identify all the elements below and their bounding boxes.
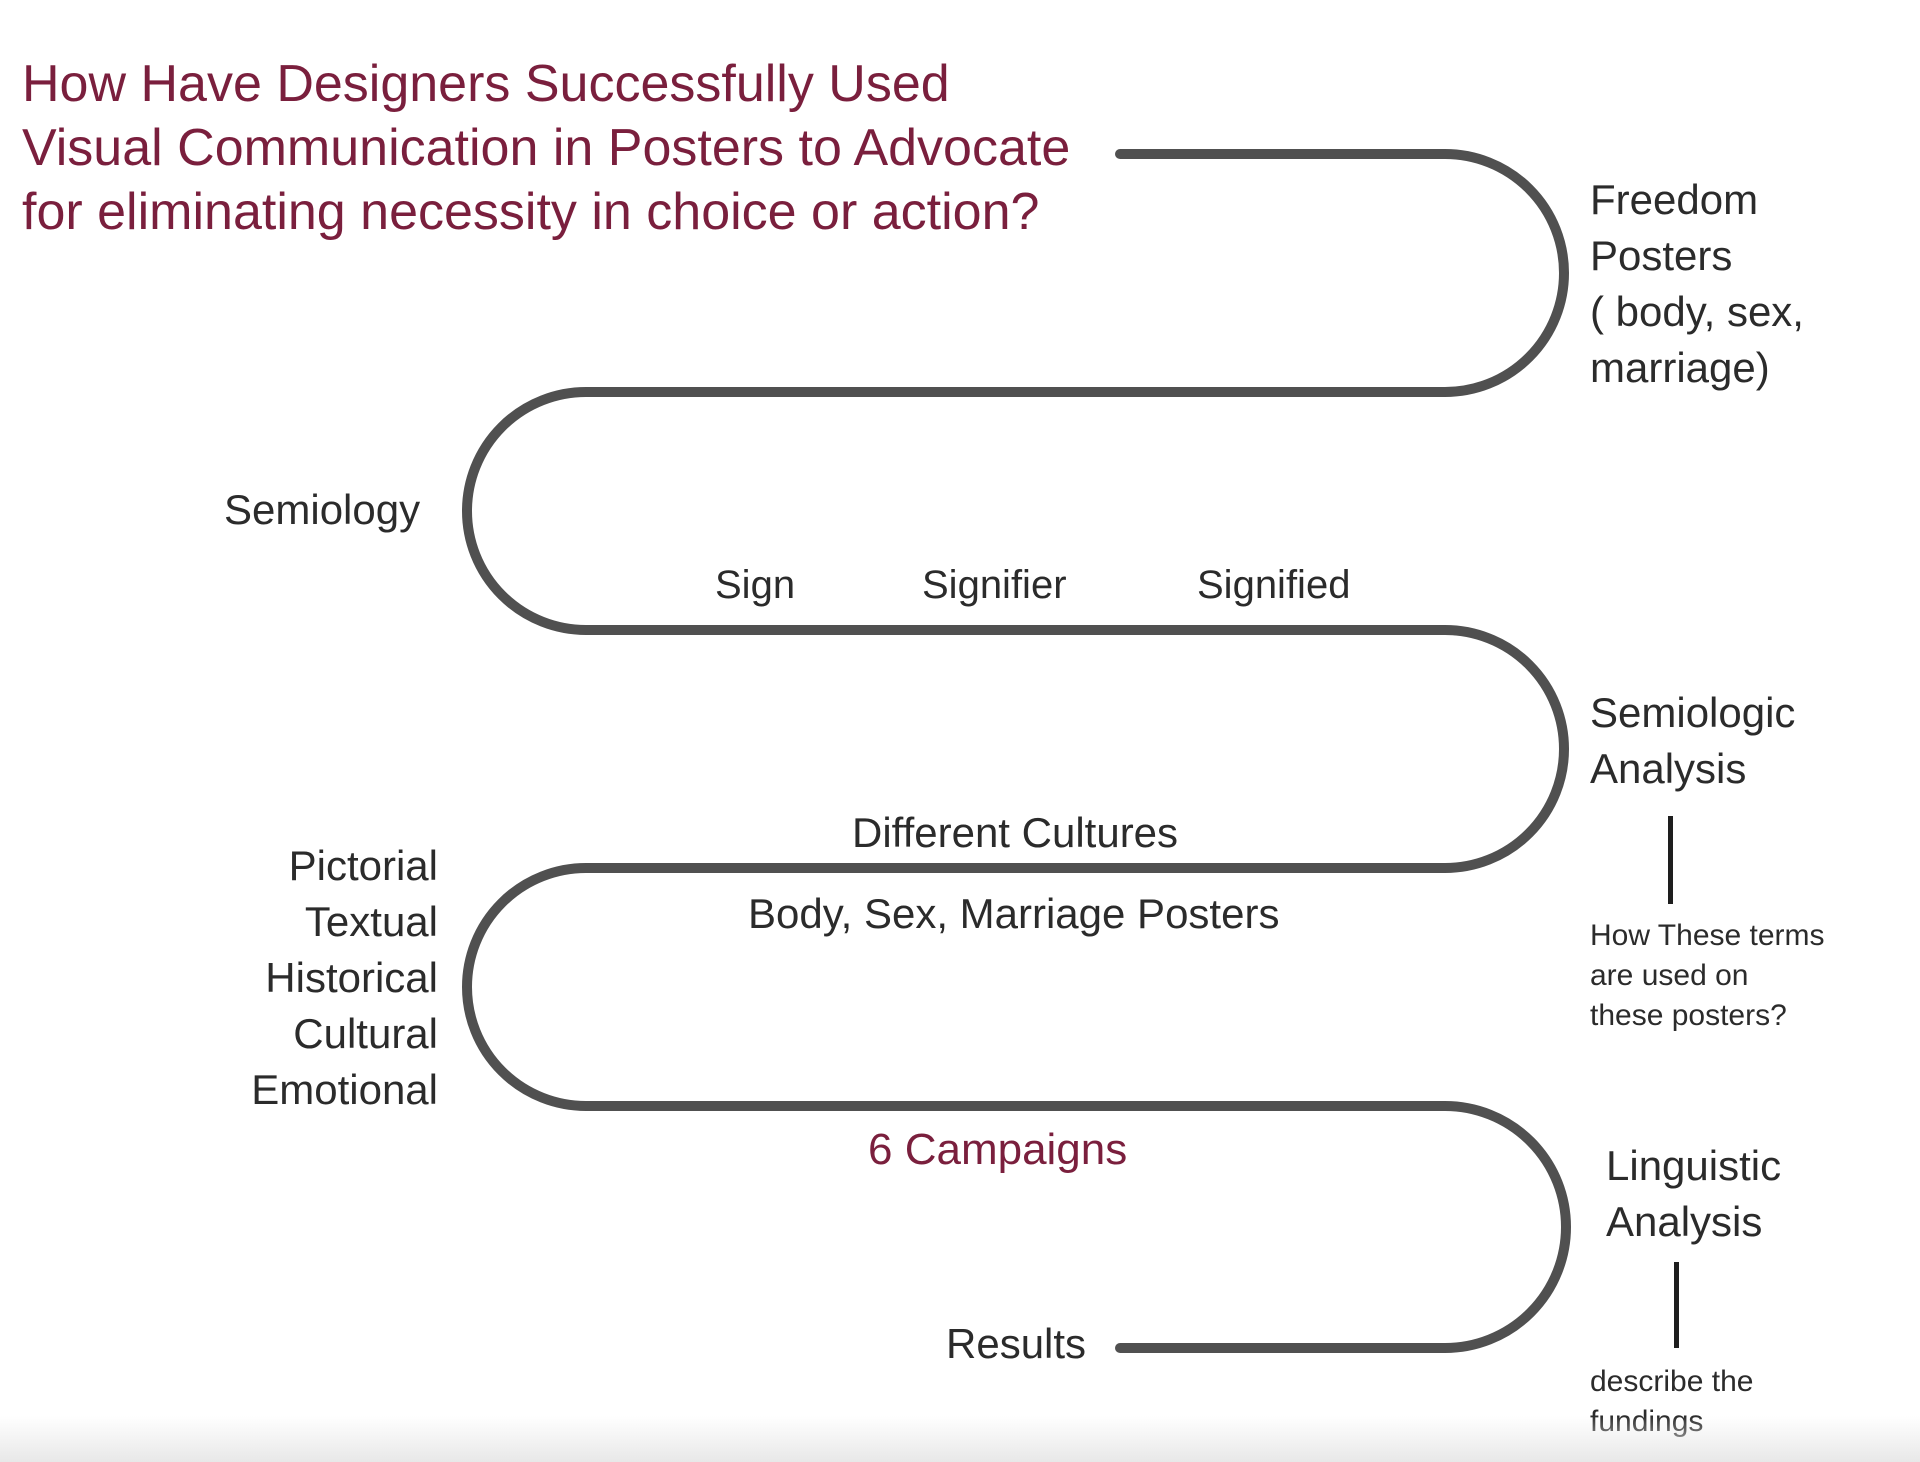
title-line-1: How Have Designers Successfully Used <box>22 55 950 113</box>
dimension-cultural: Cultural <box>293 1010 438 1057</box>
semiologic-note-line-3: these posters? <box>1590 999 1787 1032</box>
title-line-3: for eliminating necessity in choice or a… <box>22 183 1040 241</box>
freedom-posters-line-2: Posters <box>1590 232 1733 279</box>
linguistic-analysis-line-2: Analysis <box>1606 1198 1763 1245</box>
stage-results: Results <box>946 1320 1087 1367</box>
term-sign: Sign <box>715 563 796 607</box>
linguistic-connector-line <box>1674 1262 1679 1348</box>
body-sex-marriage-label: Body, Sex, Marriage Posters <box>748 890 1280 937</box>
dimension-emotional: Emotional <box>251 1066 438 1113</box>
dimension-textual: Textual <box>304 898 438 945</box>
dimension-historical: Historical <box>265 954 438 1001</box>
semiologic-note: How These terms are used on these poster… <box>1590 916 1825 1036</box>
semiologic-note-line-1: How These terms <box>1590 919 1825 952</box>
different-cultures-label: Different Cultures <box>852 809 1179 856</box>
term-signified: Signified <box>1197 563 1351 607</box>
freedom-posters-line-4: marriage) <box>1590 344 1770 391</box>
semiologic-note-line-2: are used on <box>1590 959 1749 992</box>
stage-linguistic-analysis: Linguistic Analysis <box>1606 1138 1781 1250</box>
linguistic-analysis-line-1: Linguistic <box>1606 1142 1782 1189</box>
semiologic-connector-line <box>1668 816 1673 904</box>
title-line-2: Visual Communication in Posters to Advoc… <box>22 119 1071 177</box>
semiologic-analysis-line-1: Semiologic <box>1590 689 1796 736</box>
semiologic-analysis-line-2: Analysis <box>1590 745 1747 792</box>
serpentine-line <box>462 149 1571 1353</box>
bottom-fade-bar <box>0 1416 1920 1462</box>
stage-semiologic-analysis: Semiologic Analysis <box>1590 685 1795 797</box>
analysis-dimensions-list: Pictorial Textual Historical Cultural Em… <box>251 838 438 1118</box>
linguistic-note-line-1: describe the <box>1590 1365 1754 1398</box>
dimension-pictorial: Pictorial <box>288 842 438 889</box>
stage-semiology: Semiology <box>224 486 421 533</box>
freedom-posters-line-3: ( body, sex, <box>1590 288 1804 335</box>
diagram-title: How Have Designers Successfully Used Vis… <box>22 52 1070 244</box>
term-signifier: Signifier <box>922 563 1067 607</box>
freedom-posters-line-1: Freedom <box>1590 176 1759 223</box>
six-campaigns-label: 6 Campaigns <box>868 1125 1128 1174</box>
stage-freedom-posters: Freedom Posters ( body, sex, marriage) <box>1590 172 1804 396</box>
